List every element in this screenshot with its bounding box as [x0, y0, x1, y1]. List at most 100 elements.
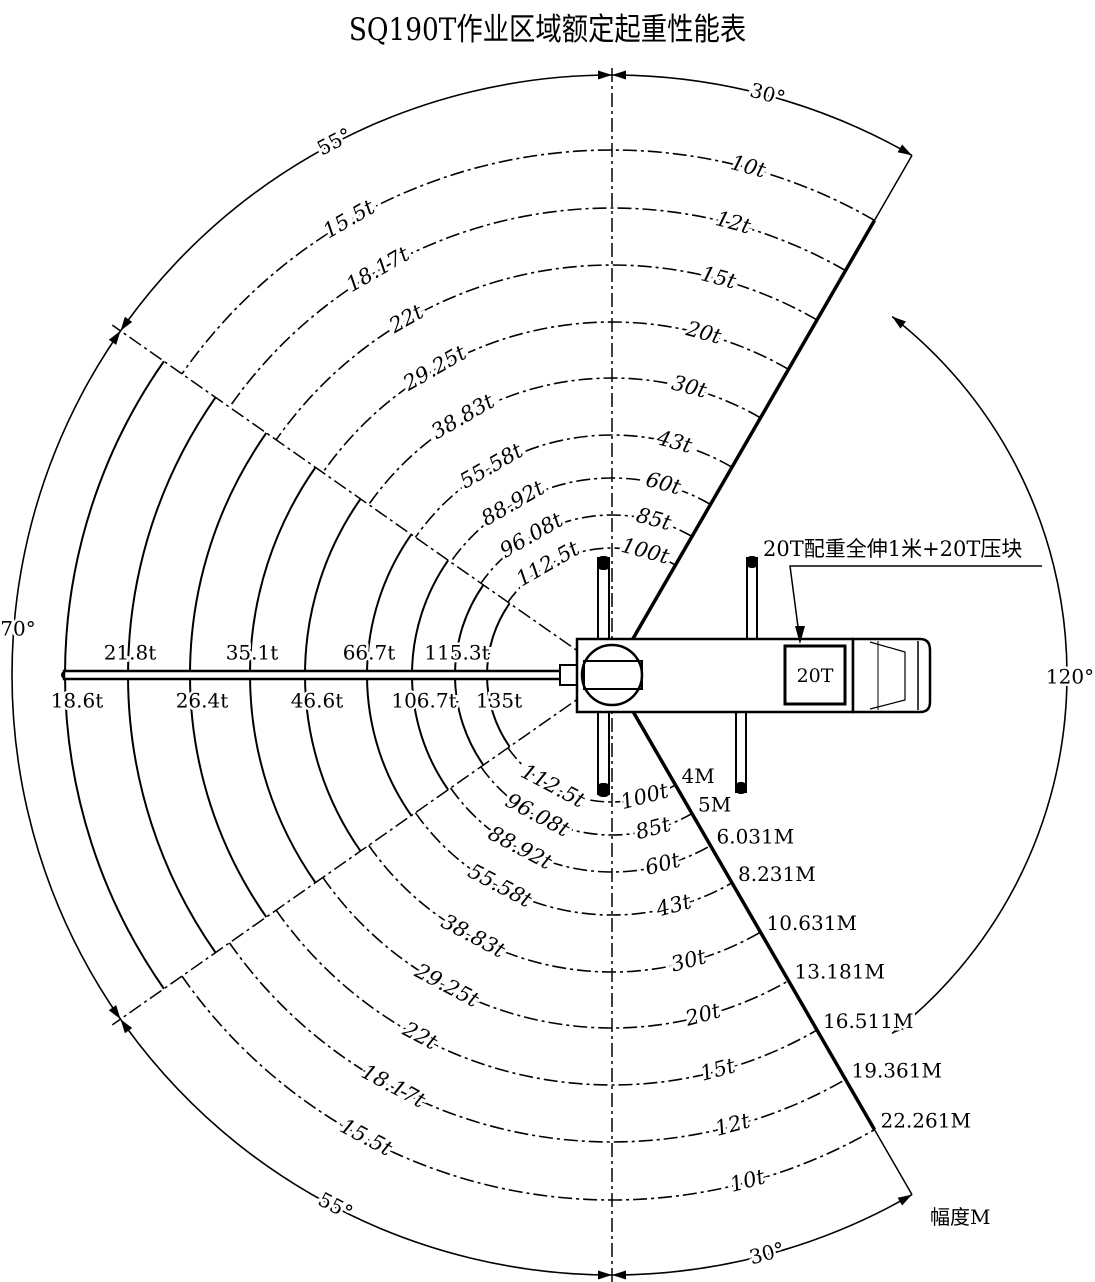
front-load-label: 10t: [727, 1164, 768, 1196]
outrigger-pad: [746, 556, 758, 568]
load-arc: [480, 514, 693, 584]
extension-line: [873, 1129, 913, 1195]
front-load-label: 12t: [712, 1108, 753, 1140]
arrow-icon: [897, 1194, 912, 1206]
front-load-label: 15t: [698, 1053, 739, 1085]
rear-load-label: 66.7t: [343, 641, 396, 665]
chart-title: SQ190T作业区域额定起重性能表: [348, 12, 747, 48]
load-arc: [181, 975, 875, 1201]
load-arc: [228, 207, 846, 408]
side-load-label: 29.25t: [410, 958, 483, 1012]
working-area-limit-line: [610, 674, 877, 1131]
front-load-label: 12t: [713, 206, 754, 238]
angle-label-lower-left: 55°: [314, 1187, 357, 1225]
load-arc: [322, 321, 789, 473]
radius-label: 6.031M: [717, 825, 795, 849]
outrigger-pad: [597, 783, 610, 797]
working-area-limit-line: [610, 219, 877, 676]
load-arc: [449, 787, 711, 873]
outrigger-front-right: [597, 711, 610, 795]
rear-load-label: 46.6t: [291, 689, 344, 713]
arrow-icon: [598, 1270, 612, 1280]
radius-label: 22.261M: [881, 1109, 971, 1133]
arrow-icon: [598, 70, 612, 80]
load-arc: [181, 149, 875, 375]
arrow-icon: [108, 330, 121, 345]
outer-dimension-arc: [11, 74, 913, 1276]
front-load-label: 10t: [728, 150, 769, 182]
radius-label: 4M: [682, 764, 715, 788]
front-load-label: 85t: [634, 503, 675, 535]
front-load-label: 15t: [698, 261, 739, 293]
arrow-icon: [612, 1270, 626, 1280]
arrow-icon: [892, 1021, 906, 1034]
angle-label-top-right: 30°: [747, 78, 787, 110]
side-load-label: 22t: [384, 299, 428, 338]
turntable: [580, 643, 644, 707]
rear-load-label: 115.3t: [424, 641, 489, 665]
angle-label-right: 120°: [1046, 665, 1094, 689]
arrow-icon: [120, 1019, 133, 1034]
rear-load-label: 21.8t: [104, 641, 157, 665]
side-load-label: 18.17t: [342, 241, 414, 296]
outrigger-rear-left: [746, 557, 758, 641]
arrow-icon: [120, 316, 133, 331]
front-load-label: 60t: [643, 848, 684, 880]
front-load-label: 30t: [668, 944, 709, 976]
boom: [62, 669, 586, 681]
front-load-label: 20t: [683, 316, 725, 349]
radius-label: 10.631M: [767, 911, 857, 935]
outrigger-front-left: [597, 557, 610, 641]
side-load-label: 38.83t: [437, 909, 509, 963]
load-arc: [322, 877, 789, 1029]
side-load-label: 55.58t: [456, 438, 528, 493]
arrow-icon: [795, 626, 805, 644]
arrow-icon: [108, 1005, 121, 1020]
front-load-label: 43t: [653, 425, 695, 458]
side-load-label: 15.5t: [319, 195, 379, 244]
radius-label: 13.181M: [795, 960, 885, 984]
rear-load-label: 35.1t: [226, 641, 279, 665]
front-load-label: 43t: [653, 889, 695, 922]
load-arc: [228, 942, 846, 1143]
front-load-label: 30t: [669, 371, 710, 403]
extension-line: [873, 155, 913, 221]
counterweight-box: [783, 644, 847, 706]
side-load-label: 18.17t: [358, 1059, 430, 1113]
sector-boundary-line: [111, 324, 613, 676]
outrigger-pad: [597, 556, 610, 570]
right-dimension-arc: [891, 315, 1068, 1035]
front-load-label: 100t: [618, 778, 672, 814]
side-load-label: 55.58t: [464, 859, 536, 913]
load-arc: [368, 377, 761, 506]
front-load-label: 20t: [682, 998, 724, 1031]
load-arc: [507, 747, 676, 803]
load-arc: [507, 547, 676, 603]
rear-load-label: 26.4t: [176, 689, 229, 713]
load-arc: [368, 844, 761, 973]
arrow-icon: [612, 70, 626, 80]
radius-label: 19.361M: [852, 1058, 942, 1082]
load-arc: [414, 434, 733, 538]
side-load-label: 38.83t: [427, 389, 499, 444]
rear-load-label: 106.7t: [391, 689, 456, 713]
counterweight-note: 20T配重全伸1米+20T压块: [763, 537, 1022, 561]
side-load-label: 29.25t: [398, 340, 471, 396]
radius-label: 8.231M: [738, 862, 816, 886]
radius-label: 16.511M: [823, 1009, 913, 1033]
outrigger-rear-right: [735, 711, 747, 793]
radius-axis-label: 幅度M: [930, 1205, 990, 1229]
outrigger-pad: [735, 782, 747, 794]
side-load-label: 15.5t: [336, 1114, 396, 1161]
side-load-label: 22t: [398, 1016, 442, 1054]
angle-label-bottom-right: 30°: [747, 1237, 787, 1269]
cab: [851, 637, 932, 714]
load-arc: [480, 766, 693, 836]
angle-label-left: 70°: [0, 617, 35, 641]
load-arc: [275, 909, 818, 1086]
front-load-label: 100t: [619, 533, 673, 569]
radius-label: 5M: [698, 793, 731, 817]
arrow-icon: [897, 144, 912, 156]
crane-truck: 20T: [62, 556, 932, 797]
front-load-label: 85t: [633, 812, 674, 844]
